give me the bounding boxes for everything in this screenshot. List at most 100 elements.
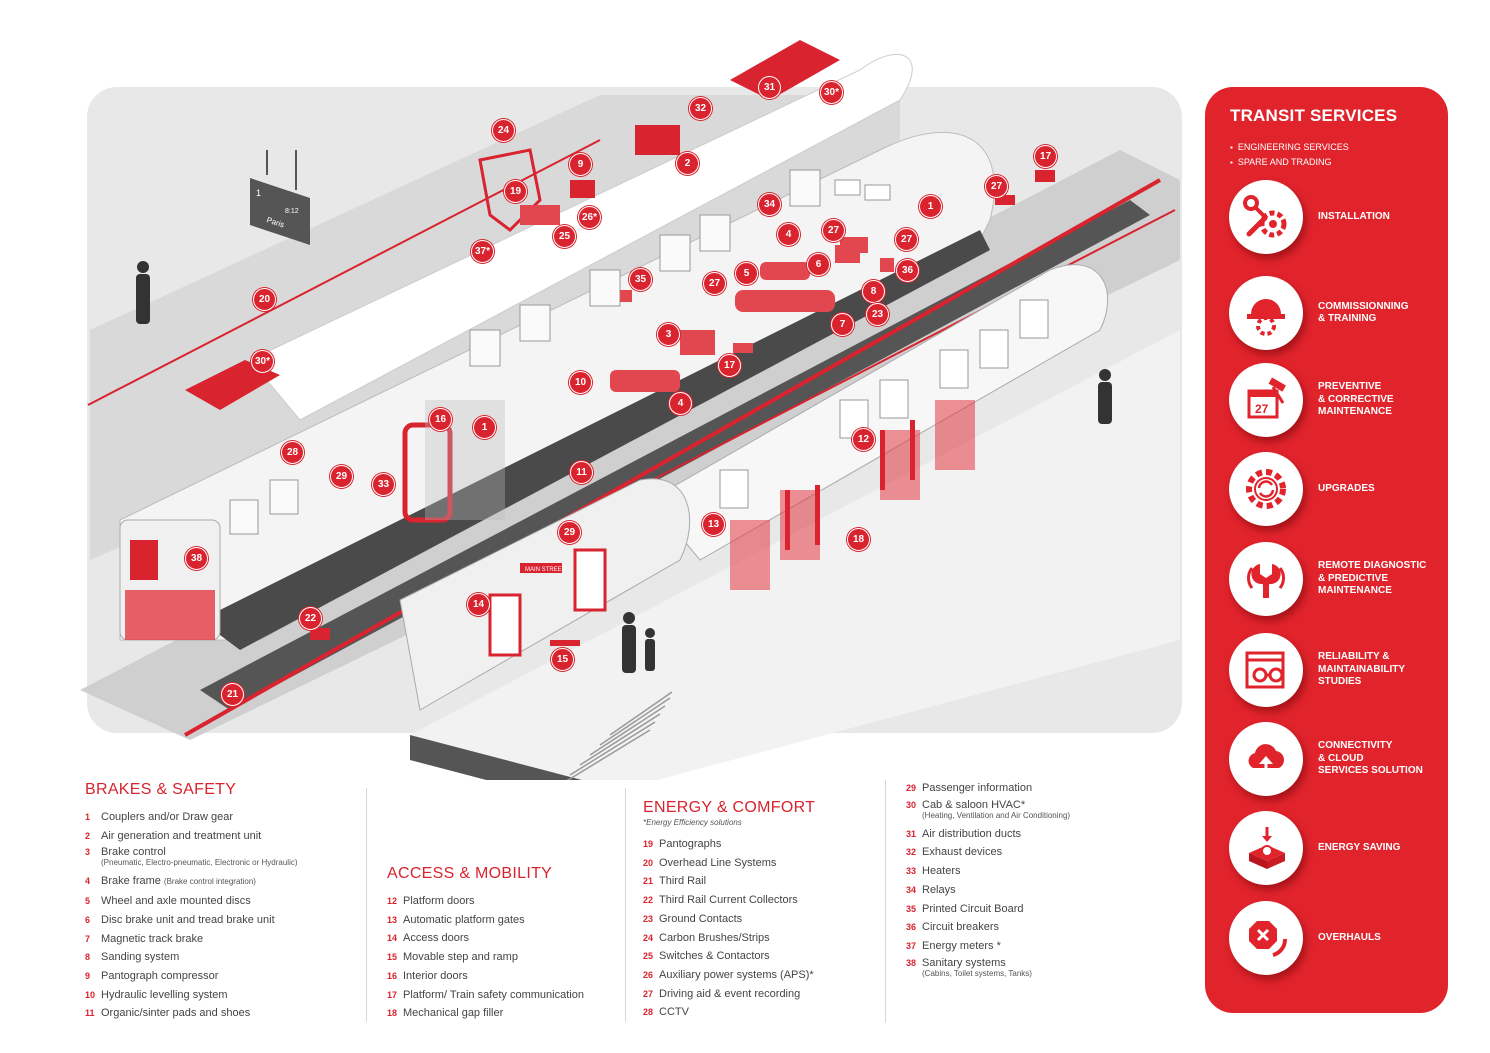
- third-rail: [184, 178, 1161, 737]
- train-cutaway-illustration: MAIN STREET: [80, 40, 1182, 815]
- svg-text:27: 27: [1255, 402, 1269, 416]
- legend-item-label: Interior doors: [403, 969, 468, 982]
- legend-item-number: 9: [85, 970, 91, 981]
- callout-badge: 16: [429, 408, 452, 431]
- track-sensor: [995, 195, 1015, 205]
- legend-item-label: Sanding system: [101, 951, 180, 964]
- legend-item-number: 5: [85, 896, 91, 907]
- service-label: UPGRADES: [1318, 482, 1375, 494]
- train-roof: [249, 53, 913, 421]
- service-label: ENERGY SAVING: [1318, 841, 1401, 853]
- departure-signboard: 1 8:12 Paris: [250, 150, 310, 245]
- legend-item-number: 25: [643, 951, 654, 962]
- service-label: OVERHAULS: [1318, 931, 1381, 943]
- callout-badge: 5: [735, 262, 758, 285]
- sign-time: 8:12: [285, 208, 299, 215]
- legend-item-number: 31: [906, 828, 917, 839]
- wrench-gear-icon: [1229, 180, 1303, 254]
- callout-badge: 17: [1034, 145, 1057, 168]
- service-item-reliability: RELIABILITY & MAINTAINABILITY STUDIES: [1229, 633, 1439, 709]
- trackside-comm: [1035, 170, 1055, 182]
- legend-item-number: 13: [387, 914, 398, 925]
- legend-item-number: 18: [387, 1008, 398, 1019]
- train-floor: [200, 230, 990, 650]
- legend-item-number: 12: [387, 896, 398, 906]
- legend-item-number: 10: [85, 989, 96, 1000]
- legend-item-label: Platform doors: [403, 895, 475, 907]
- legend-item-number: 24: [643, 932, 654, 943]
- legend-item-label: Wheel and axle mounted discs: [101, 895, 251, 908]
- legend-item-number: 22: [643, 895, 654, 906]
- callout-badge: 33: [372, 473, 395, 496]
- track-bed: [80, 150, 1180, 740]
- legend-item-label: Magnetic track brake: [101, 932, 204, 945]
- legend-item-number: 19: [643, 839, 654, 849]
- legend-item-label: Sanitary systems: [922, 956, 1006, 969]
- pantograph-compressor: [570, 180, 595, 198]
- window-glasses-icon: [1229, 633, 1303, 707]
- legend-item-label: Passenger information: [922, 782, 1033, 794]
- service-label: INSTALLATION: [1318, 210, 1390, 222]
- legend-item-note: (Cabins, Toilet systems, Tanks): [922, 968, 1032, 978]
- callout-badge: 23: [866, 303, 889, 326]
- service-label: RELIABILITY & MAINTAINABILITY STUDIES: [1318, 651, 1406, 688]
- callout-badge: 25: [553, 225, 576, 248]
- service-item-upgrades: UPGRADES: [1229, 452, 1439, 528]
- legend-divider-1: [366, 788, 367, 1022]
- service-item-connectivity: CONNECTIVITY & CLOUD SERVICES SOLUTION: [1229, 722, 1439, 798]
- legend-item-number: 7: [85, 933, 91, 944]
- sign-platform: 1: [256, 188, 261, 198]
- callout-badge: 24: [492, 119, 515, 142]
- callout-badge: 3: [657, 323, 680, 346]
- transit-services-panel: TRANSIT SERVICES ENGINEERING SERVICES SP…: [1205, 87, 1448, 1013]
- coin-box-icon: [1229, 811, 1303, 885]
- legend-item-number: 34: [906, 884, 917, 895]
- hvac-unit-left: [185, 360, 280, 410]
- station-sign-board: [520, 563, 562, 573]
- legend-item-label: Exhaust devices: [922, 846, 1003, 859]
- legend-item: 24 Carbon Brushes/Strips: [643, 929, 878, 948]
- cab-recorder: [840, 237, 868, 253]
- legend-item-label: Auxiliary power systems (APS)*: [659, 968, 814, 981]
- legend-item-label: Relays: [922, 883, 956, 896]
- air-generation-unit: [635, 125, 680, 155]
- legend-item-label: Third Rail Current Collectors: [659, 894, 798, 907]
- service-label: CONNECTIVITY & CLOUD SERVICES SOLUTION: [1318, 740, 1423, 777]
- legend-item: 12 Platform doors: [387, 892, 627, 911]
- legend-item-label: Pantograph compressor: [101, 969, 219, 982]
- passenger-figures: [136, 261, 1112, 673]
- driver-cab-console: [834, 179, 891, 201]
- current-collector: [310, 628, 330, 640]
- legend-item-number: 38: [906, 957, 917, 968]
- callout-badge: 17: [718, 354, 741, 377]
- legend-item-number: 6: [85, 914, 91, 925]
- callout-badge: 22: [299, 607, 322, 630]
- legend-item-number: 3: [85, 847, 91, 858]
- callout-badge: 11: [570, 461, 593, 484]
- legend-item-label: Carbon Brushes/Strips: [659, 931, 770, 944]
- door-frames: [785, 420, 915, 550]
- legend-item-number: 36: [906, 922, 917, 933]
- legend-item-label: Access doors: [403, 932, 470, 945]
- callout-badge: 37*: [471, 240, 494, 263]
- service-item-remote-diagnostic: REMOTE DIAGNOSTIC & PREDICTIVE MAINTENAN…: [1229, 542, 1439, 618]
- legend-item: 9 Pantograph compressor: [85, 967, 365, 986]
- legend-item-note: (Pneumatic, Electro-pneumatic, Electroni…: [101, 858, 298, 868]
- legend-item-number: 21: [643, 876, 654, 887]
